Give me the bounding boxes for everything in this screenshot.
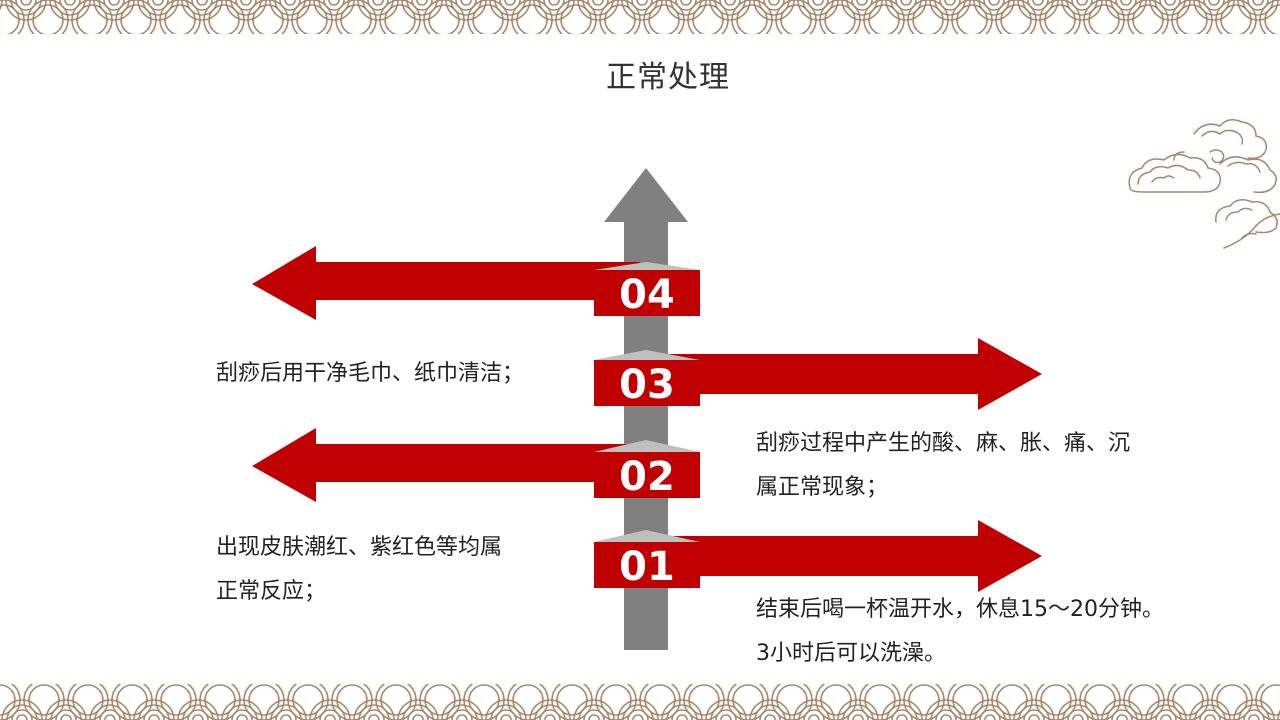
step-02-line-1: 出现皮肤潮红、紫红色等均属 (216, 535, 503, 560)
top-wave-border (0, 0, 1280, 34)
step-01-description: 结束后喝一杯温开水，休息15～20分钟。 3小时后可以洗澡。 (756, 588, 1216, 676)
step-01-line-2: 3小时后可以洗澡。 (756, 641, 946, 666)
step-03-arrow: 03 (594, 338, 1042, 410)
step-02-arrow: 02 (252, 428, 700, 502)
step-02-number: 02 (619, 454, 675, 500)
step-04-number: 04 (619, 272, 675, 318)
step-03-description: 刮痧过程中产生的酸、麻、胀、痛、沉 属正常现象； (756, 422, 1196, 510)
step-03-line-2: 属正常现象； (756, 475, 889, 500)
step-03-left-note: 刮痧后用干净毛巾、纸巾清洁； (216, 361, 525, 386)
step-01-arrow: 01 (594, 520, 1042, 592)
step-03-number: 03 (619, 362, 675, 408)
step-04-arrow: 04 (252, 246, 700, 320)
step-02-line-2: 正常反应； (216, 579, 327, 604)
vertical-arrow-head (604, 168, 688, 222)
step-03-line-1: 刮痧过程中产生的酸、麻、胀、痛、沉 (756, 431, 1131, 456)
page-title: 正常处理 (606, 60, 730, 95)
step-01-number: 01 (619, 544, 675, 590)
step-01-line-1: 结束后喝一杯温开水，休息15～20分钟。 (756, 597, 1164, 622)
step-02-description: 出现皮肤潮红、紫红色等均属 正常反应； (216, 526, 576, 614)
bottom-wave-border (0, 684, 1280, 720)
cloud-ornament-icon (1128, 119, 1280, 249)
